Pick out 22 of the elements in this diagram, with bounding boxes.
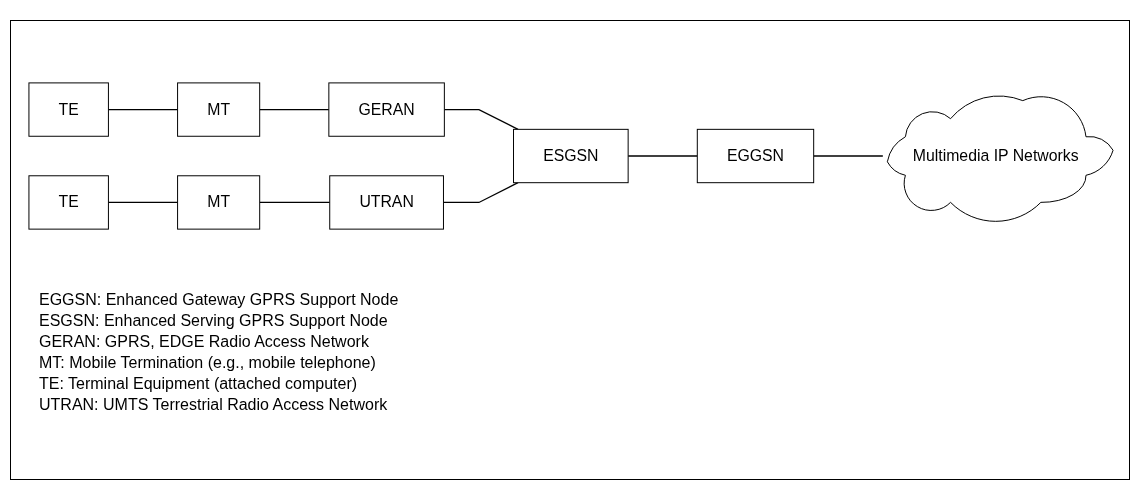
node-box: MT xyxy=(177,175,261,230)
connector xyxy=(107,201,179,204)
node-box: GERAN xyxy=(328,82,445,137)
node-box: TE xyxy=(28,82,109,137)
connector xyxy=(259,108,330,111)
connector xyxy=(813,155,884,157)
glossary-entry: EGGSN: Enhanced Gateway GPRS Support Node xyxy=(39,290,399,310)
node-box: EGGSN xyxy=(696,128,815,184)
glossary-entry: ESGSN: Enhanced Serving GPRS Support Node xyxy=(39,311,389,331)
connector xyxy=(627,155,698,157)
connector xyxy=(443,108,519,130)
connector xyxy=(107,108,179,111)
node-box: UTRAN xyxy=(329,175,444,230)
connector xyxy=(259,201,331,204)
glossary-entry: TE: Terminal Equipment (attached computer) xyxy=(39,374,359,394)
node-box: MT xyxy=(177,82,261,137)
glossary-entry: GERAN: GPRS, EDGE Radio Access Network xyxy=(39,332,370,352)
connector xyxy=(442,182,519,204)
node-box: ESGSN xyxy=(513,128,629,184)
node-box: TE xyxy=(28,175,109,230)
glossary-entry: MT: Mobile Termination (e.g., mobile telephone) xyxy=(39,353,377,373)
glossary-entry: UTRAN: UMTS Terrestrial Radio Access Network xyxy=(39,395,389,415)
